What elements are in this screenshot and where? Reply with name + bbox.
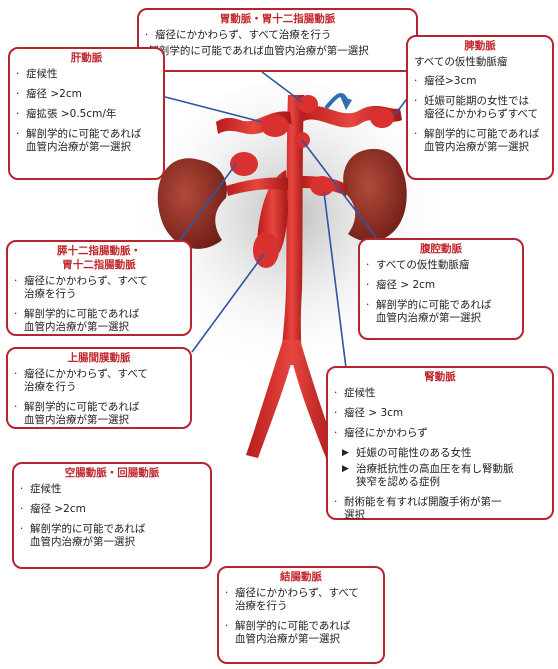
box-hepatic: 肝動脈 症候性 瘤径 >2cm 瘤拡張 >0.5cm/年 解剖学的に可能であれば… <box>8 47 165 180</box>
box-sma: 上腸間膜動脈 瘤径にかかわらず、すべて 治療を行う 解剖学的に可能であれば 血管… <box>6 347 192 429</box>
sub-list-item: 治療抵抗性の高血圧を有し腎動脈 狭窄を認める症例 <box>334 463 546 489</box>
box-title: 腹腔動脈 <box>366 242 516 256</box>
box-title: 結腸動脈 <box>225 570 377 584</box>
box-celiac: 腹腔動脈 すべての仮性動脈瘤 瘤径 > 2cm 解剖学的に可能であれば 血管内治… <box>358 238 524 340</box>
list-item: .解剖学的に可能であれば血管内治療が第一選択 <box>145 45 410 58</box>
list-item: 瘤径にかかわらず、すべて 治療を行う <box>14 275 184 301</box>
list-item: 瘤径にかかわらず <box>334 427 546 440</box>
list-item: 瘤径 >2cm <box>20 503 204 516</box>
list-item: 解剖学的に可能であれば 血管内治療が第一選択 <box>14 401 184 427</box>
list-item: 解剖学的に可能であれば 血管内治療が第一選択 <box>14 308 184 334</box>
box-pancreaticoduodenal: 膵十二指腸動脈・ 胃十二指腸動脈 瘤径にかかわらず、すべて 治療を行う 解剖学的… <box>6 240 192 336</box>
box-title: 腎動脈 <box>334 370 546 384</box>
list-item: 症候性 <box>334 387 546 400</box>
aneurysm-hepatic <box>261 115 289 137</box>
list-item: 耐術能を有すれば開腹手術が第一 選択 <box>334 496 546 522</box>
box-title: 肝動脈 <box>16 51 157 65</box>
list-item: 瘤径 >2cm <box>16 88 157 101</box>
box-title: 空腸動脈・回腸動脈 <box>20 466 204 480</box>
box-jejunal: 空腸動脈・回腸動脈 症候性 瘤径 >2cm 解剖学的に可能であれば 血管内治療が… <box>12 462 212 569</box>
list-item: 瘤径>3cm <box>414 75 546 88</box>
aneurysm-pancreaticoduodenal <box>230 152 258 176</box>
list-item: 症候性 <box>16 68 157 81</box>
list-item: 解剖学的に可能であれば 血管内治療が第一選択 <box>16 128 157 154</box>
list-item: すべての仮性動脈瘤 <box>366 259 516 272</box>
list-item: 瘤径にかかわらず、すべて 治療を行う <box>14 368 184 394</box>
list-item: 解剖学的に可能であれば 血管内治療が第一選択 <box>225 620 377 646</box>
sub-list-item: 妊娠の可能性のある女性 <box>334 447 546 460</box>
box-title: 上腸間膜動脈 <box>14 351 184 365</box>
list-item: 解剖学的に可能であれば 血管内治療が第一選択 <box>366 299 516 325</box>
list-item: 瘤径 > 3cm <box>334 407 546 420</box>
list-item: 症候性 <box>20 483 204 496</box>
box-colic: 結腸動脈 瘤径にかかわらず、すべて 治療を行う 解剖学的に可能であれば 血管内治… <box>217 566 385 664</box>
aneurysm-renal <box>310 176 334 196</box>
list-item: 瘤径にかかわらず、すべて治療を行う <box>145 29 410 42</box>
aneurysm-splenic <box>370 108 394 128</box>
list-item: 瘤拡張 >0.5cm/年 <box>16 108 157 121</box>
box-title: 脾動脈 <box>414 39 546 53</box>
list-item: 解剖学的に可能であれば 血管内治療が第一選択 <box>20 523 204 549</box>
aneurysm-gastric <box>298 95 318 113</box>
list-item: 瘤径にかかわらず、すべて 治療を行う <box>225 587 377 613</box>
box-lead-text: すべての仮性動脈瘤 <box>414 56 546 69</box>
box-splenic: 脾動脈 すべての仮性動脈瘤 瘤径>3cm 妊娠可能期の女性では 瘤径にかかわらず… <box>406 35 554 180</box>
list-item: 瘤径 > 2cm <box>366 279 516 292</box>
list-item: 妊娠可能期の女性では 瘤径にかかわらずすべて <box>414 95 546 121</box>
box-title: 膵十二指腸動脈・ 胃十二指腸動脈 <box>14 244 184 272</box>
list-item: 解剖学的に可能であれば 血管内治療が第一選択 <box>414 128 546 154</box>
box-gastroduodenal: 胃動脈・胃十二指腸動脈 瘤径にかかわらず、すべて治療を行う .解剖学的に可能であ… <box>137 8 418 72</box>
box-title: 胃動脈・胃十二指腸動脈 <box>145 12 410 26</box>
box-renal: 腎動脈 症候性 瘤径 > 3cm 瘤径にかかわらず 妊娠の可能性のある女性 治療… <box>326 366 554 520</box>
